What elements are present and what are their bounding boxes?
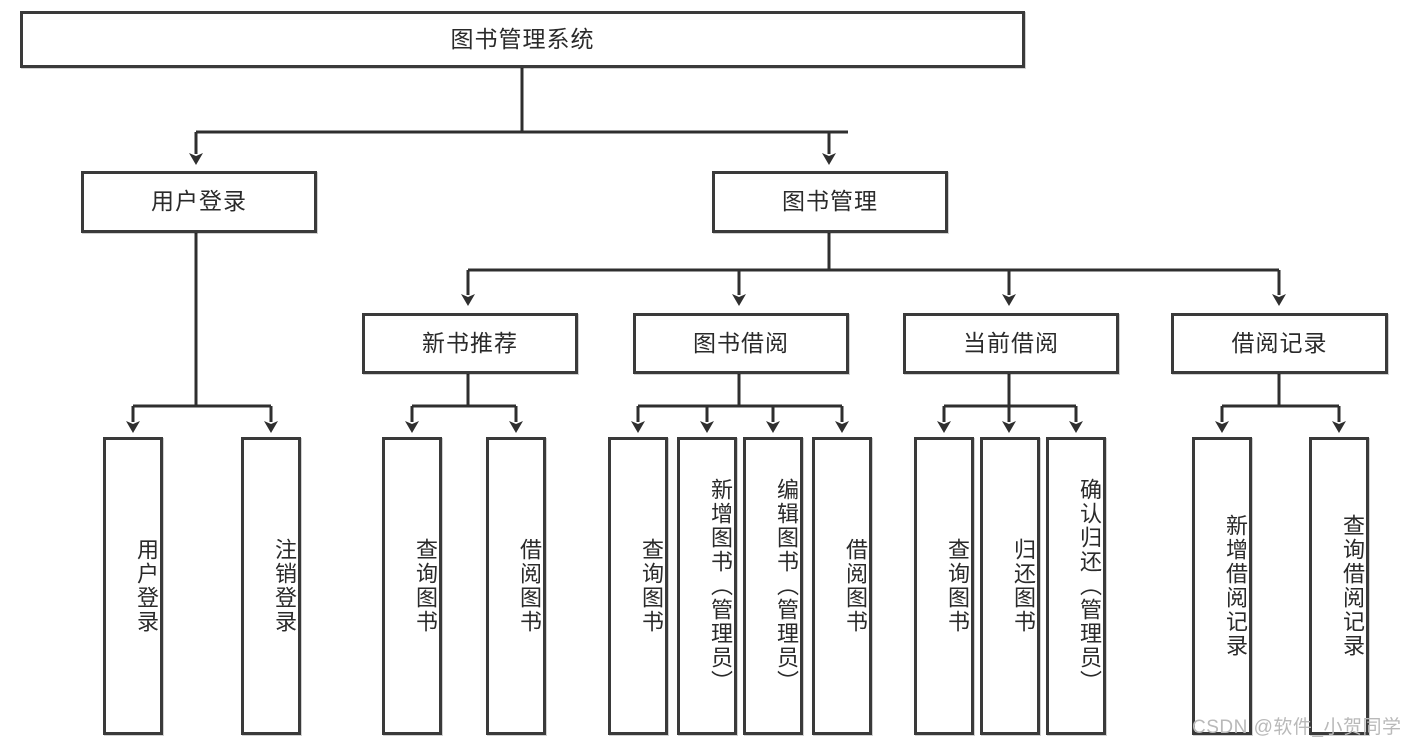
leaf-record-add-record[interactable]: 新增借阅记录 xyxy=(1192,437,1252,735)
node-label: 图书管理系统 xyxy=(450,25,595,52)
leaf-user-login-logout[interactable]: 注销登录 xyxy=(241,437,301,735)
node-label: 编辑图书（管理员） xyxy=(774,478,799,694)
leaf-borrow-query-book[interactable]: 查询图书 xyxy=(608,437,668,735)
node-user-login[interactable]: 用户登录 xyxy=(81,171,317,233)
node-label: 当前借阅 xyxy=(963,329,1059,356)
node-label: 用户登录 xyxy=(134,538,159,634)
node-label: 查询图书 xyxy=(413,538,438,634)
node-book-management[interactable]: 图书管理 xyxy=(712,171,948,233)
node-label: 注销登录 xyxy=(272,538,297,634)
node-current-borrow[interactable]: 当前借阅 xyxy=(903,313,1119,374)
leaf-current-query-book[interactable]: 查询图书 xyxy=(914,437,974,735)
node-label: 借阅图书 xyxy=(843,538,868,634)
node-label: 借阅图书 xyxy=(517,538,542,634)
node-label: 新书推荐 xyxy=(422,329,518,356)
leaf-borrow-add-book-admin[interactable]: 新增图书（管理员） xyxy=(677,437,737,735)
node-root-system[interactable]: 图书管理系统 xyxy=(20,11,1025,68)
node-label: 图书管理 xyxy=(782,188,878,215)
node-label: 查询图书 xyxy=(639,538,664,634)
leaf-current-return-book[interactable]: 归还图书 xyxy=(980,437,1040,735)
leaf-recommend-borrow-book[interactable]: 借阅图书 xyxy=(486,437,546,735)
node-book-borrow[interactable]: 图书借阅 xyxy=(633,313,849,374)
node-label: 借阅记录 xyxy=(1231,329,1328,356)
node-label: 查询图书 xyxy=(945,538,970,634)
node-borrow-record[interactable]: 借阅记录 xyxy=(1171,313,1388,374)
node-label: 确认归还（管理员） xyxy=(1077,478,1102,694)
node-label: 新增图书（管理员） xyxy=(708,478,733,694)
node-label: 新增借阅记录 xyxy=(1223,514,1248,658)
watermark: CSDN @软件_小贺同学 xyxy=(1192,717,1402,738)
leaf-current-confirm-return-admin[interactable]: 确认归还（管理员） xyxy=(1046,437,1106,735)
node-new-book-recommend[interactable]: 新书推荐 xyxy=(362,313,578,374)
node-label: 图书借阅 xyxy=(693,329,789,356)
leaf-user-login-login[interactable]: 用户登录 xyxy=(103,437,163,735)
node-label: 归还图书 xyxy=(1011,538,1036,634)
leaf-borrow-borrow-book[interactable]: 借阅图书 xyxy=(812,437,872,735)
leaf-borrow-edit-book-admin[interactable]: 编辑图书（管理员） xyxy=(743,437,803,735)
leaf-recommend-query-book[interactable]: 查询图书 xyxy=(382,437,442,735)
node-label: 查询借阅记录 xyxy=(1340,514,1365,658)
leaf-record-query-record[interactable]: 查询借阅记录 xyxy=(1309,437,1369,735)
node-label: 用户登录 xyxy=(151,188,247,215)
